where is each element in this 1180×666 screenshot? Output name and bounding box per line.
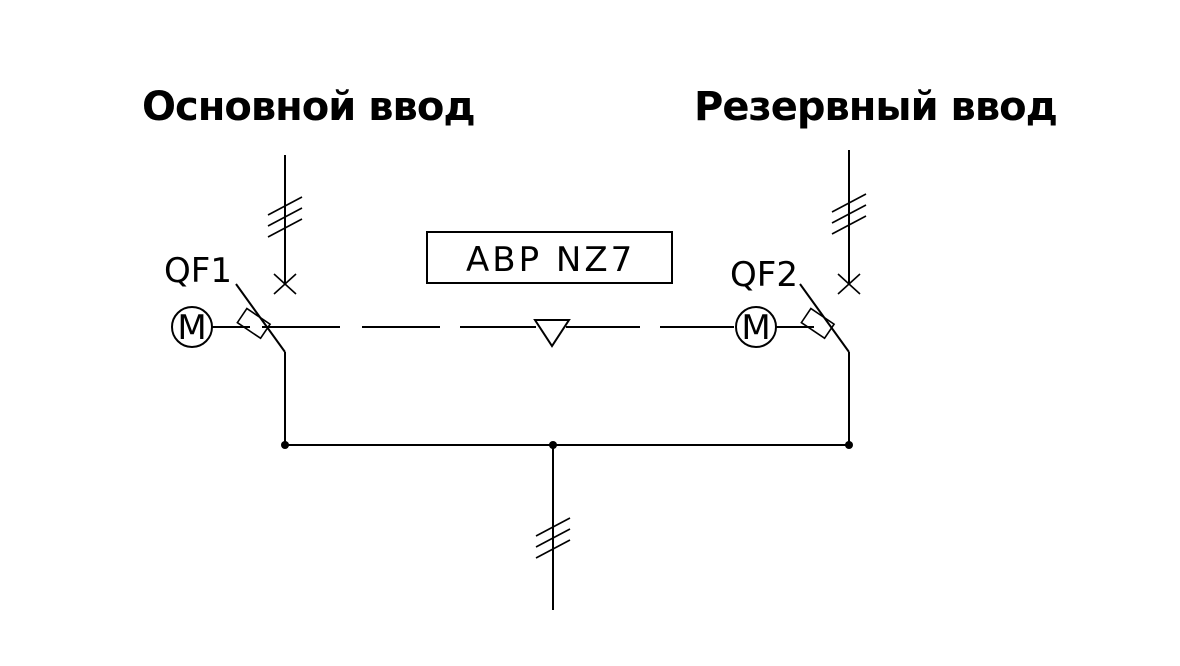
motor-drive-2-label: M <box>741 308 770 348</box>
main-input-label: Основной ввод <box>142 84 475 130</box>
bus-node-left <box>281 441 289 449</box>
main-disconnect-cross <box>273 273 297 295</box>
main-feeder-three-phase-mark <box>267 196 303 238</box>
reserve-input-label: Резервный ввод <box>694 84 1057 130</box>
reserve-disconnect-cross <box>837 273 861 295</box>
breaker-qf2-label: QF2 <box>730 255 798 295</box>
breaker-qf1-label: QF1 <box>164 251 232 291</box>
ats-label: ABP NZ7 <box>466 240 635 280</box>
outgoing-three-phase-mark <box>535 517 571 559</box>
main-feeder: QF1 M <box>164 155 303 445</box>
motor-drive-1-label: M <box>177 308 206 348</box>
breaker-qf2-trip-box <box>800 307 836 340</box>
breaker-qf1-trip-box <box>236 307 272 340</box>
reserve-feeder: QF2 M <box>730 150 867 445</box>
reserve-feeder-three-phase-mark <box>831 193 867 235</box>
bus-node-right <box>845 441 853 449</box>
ats-label-box <box>426 231 673 284</box>
interlock-triangle-marker <box>533 319 571 348</box>
